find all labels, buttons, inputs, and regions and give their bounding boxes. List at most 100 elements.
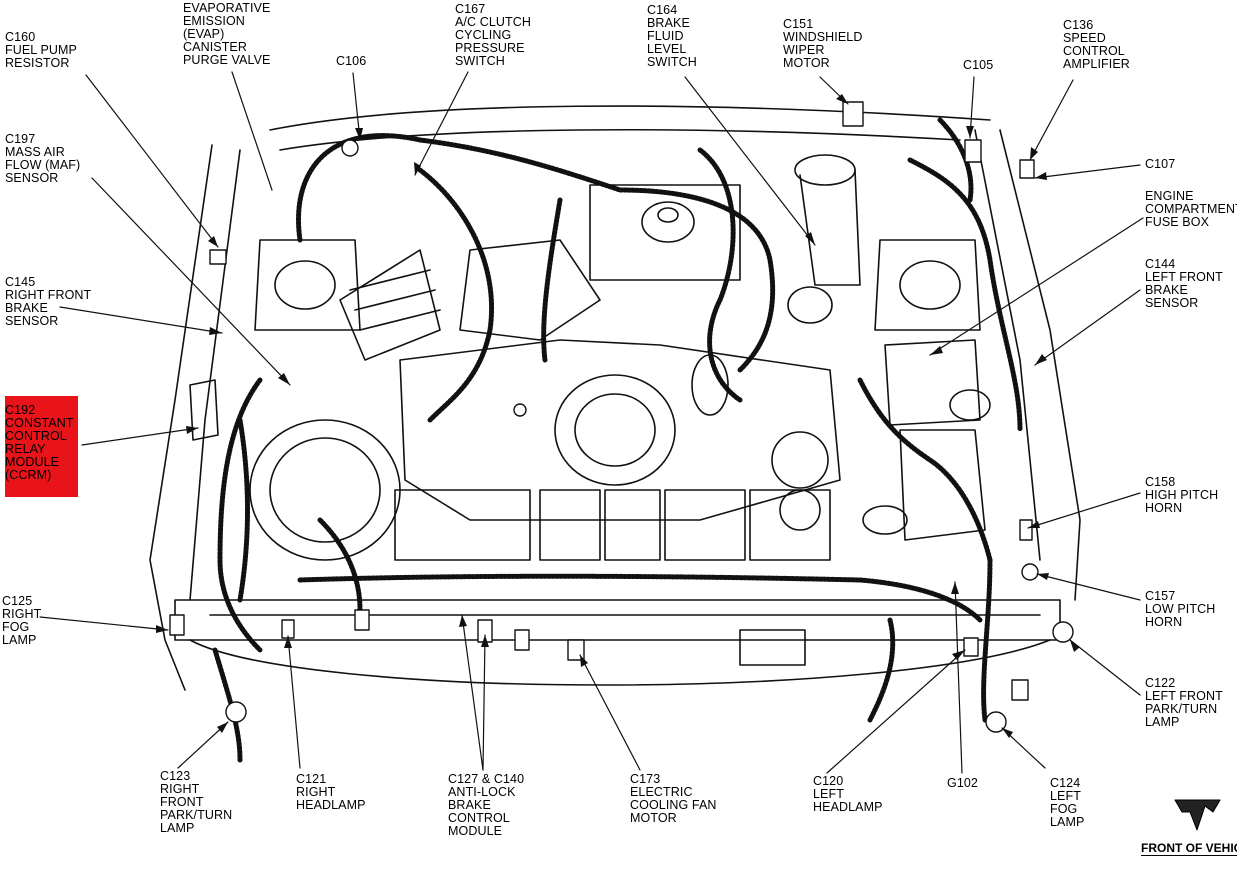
label-line: FRONT <box>160 795 204 809</box>
left-strut-tower <box>899 260 961 310</box>
label-c107: C107 <box>1145 158 1175 171</box>
throttle-body <box>554 374 676 486</box>
label-line: EMISSION <box>183 14 245 28</box>
wiring-harness <box>212 117 1023 763</box>
label-line: C164 <box>647 3 678 17</box>
label-line: C192 <box>5 403 36 417</box>
radiator-support <box>174 599 1061 641</box>
label-line: CONTROL <box>5 429 67 443</box>
label-line: A/C CLUTCH <box>455 15 532 29</box>
label-line: MOTOR <box>783 56 830 70</box>
label-line: C197 <box>5 132 36 146</box>
label-line: C173 <box>630 772 661 786</box>
label-line: PARK/TURN <box>1145 702 1218 716</box>
label-line: BRAKE <box>647 16 690 30</box>
label-line: COMPARTMENT <box>1145 202 1237 216</box>
label-line: CONSTANT <box>5 416 74 430</box>
right-fender-outline <box>149 144 213 691</box>
label-line: SPEED <box>1063 31 1106 45</box>
label-line: MODULE <box>5 455 60 469</box>
label-line: CANISTER <box>183 40 248 54</box>
label-line: C160 <box>5 30 36 44</box>
label-line: C125 <box>2 594 33 608</box>
label-line: SENSOR <box>5 314 59 328</box>
label-line: SWITCH <box>455 54 505 68</box>
label-line: WINDSHIELD <box>783 30 863 44</box>
label-line: C121 <box>296 772 327 786</box>
label-line: HORN <box>1145 615 1183 629</box>
label-line: SWITCH <box>647 55 697 69</box>
label-line: RESISTOR <box>5 56 70 70</box>
label-line: LAMP <box>1050 815 1085 829</box>
label-line: ANTI-LOCK <box>448 785 516 799</box>
label-line: LEVEL <box>647 42 687 56</box>
label-line: MODULE <box>448 824 503 838</box>
label-line: COOLING FAN <box>630 798 717 812</box>
label-line: LEFT FRONT <box>1145 270 1223 284</box>
front-bumper <box>189 639 1051 686</box>
label-g102: G102 <box>947 777 978 790</box>
label-line: HEADLAMP <box>813 800 883 814</box>
label-line: (EVAP) <box>183 27 225 41</box>
label-line: CONTROL <box>448 811 510 825</box>
label-c105: C105 <box>963 59 993 72</box>
label-line: HEADLAMP <box>296 798 366 812</box>
label-line: BRAKE <box>448 798 491 812</box>
label-line: FOG <box>2 620 30 634</box>
label-line: FUSE BOX <box>1145 215 1210 229</box>
label-line: PRESSURE <box>455 41 525 55</box>
label-line: C106 <box>336 54 367 68</box>
label-line: CYCLING <box>455 28 512 42</box>
label-line: BRAKE <box>1145 283 1188 297</box>
label-line: LAMP <box>1145 715 1180 729</box>
label-line: C144 <box>1145 257 1176 271</box>
label-line: FLUID <box>647 29 684 43</box>
label-line: C120 <box>813 774 844 788</box>
cowl-inner <box>279 128 961 151</box>
label-line: C158 <box>1145 475 1176 489</box>
label-line: LEFT <box>1050 789 1081 803</box>
label-line: LEFT <box>813 787 844 801</box>
label-line: AMPLIFIER <box>1063 57 1130 71</box>
label-line: LOW PITCH <box>1145 602 1216 616</box>
label-line: ELECTRIC <box>630 785 693 799</box>
label-line: HORN <box>1145 501 1183 515</box>
label-line: C123 <box>160 769 191 783</box>
label-line: C127 & C140 <box>448 772 525 786</box>
label-line: C124 <box>1050 776 1081 790</box>
label-line: FUEL PUMP <box>5 43 77 57</box>
label-line: WIPER <box>783 43 825 57</box>
label-line: LAMP <box>2 633 37 647</box>
label-line: C136 <box>1063 18 1094 32</box>
label-line: RIGHT FRONT <box>5 288 92 302</box>
right-fender-inner <box>189 149 241 601</box>
label-line: C145 <box>5 275 36 289</box>
label-line: C157 <box>1145 589 1176 603</box>
cowl-outline <box>269 105 991 131</box>
label-line: BRAKE <box>5 301 48 315</box>
left-fender-outline <box>999 129 1081 601</box>
label-line: C107 <box>1145 157 1176 171</box>
label-line: SENSOR <box>1145 296 1199 310</box>
label-line: C122 <box>1145 676 1176 690</box>
